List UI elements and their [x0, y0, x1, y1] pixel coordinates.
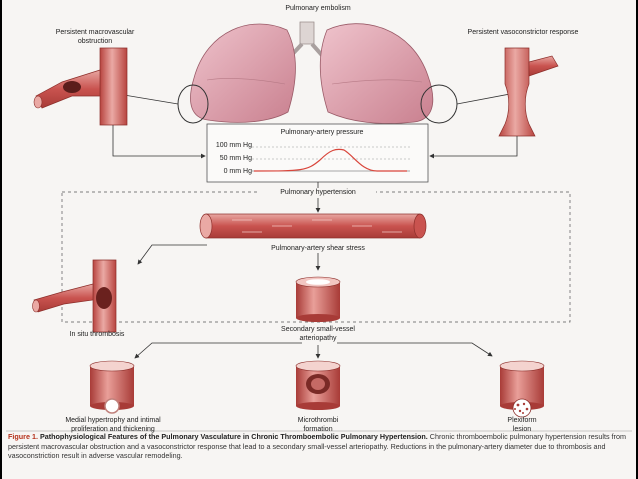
thrombosis-vessel [32, 259, 117, 333]
shear-stress-vessel [199, 213, 427, 239]
label-pressure-0: 0 mm Hg [223, 168, 252, 175]
caption-title: Pathophysiological Features of the Pulmo… [39, 432, 428, 441]
secondary-arteriopathy-cylinder [295, 276, 341, 322]
label-plexiform: Plexiform lesion [507, 417, 537, 433]
pressure-curve [253, 148, 407, 172]
microthrombi-cylinder [295, 360, 341, 410]
label-pressure-title: Pulmonary-artery pressure [280, 129, 364, 136]
label-pressure-50: 50 mm Hg [219, 155, 252, 162]
label-secondary-arteriopathy: Secondary small-vessel arteriopathy [281, 326, 355, 342]
label-pulmonary-hypertension: Pulmonary hypertension [260, 188, 376, 197]
label-pressure-100: 100 mm Hg [215, 142, 252, 149]
medial-hypertrophy-cylinder [89, 360, 135, 414]
label-shear-stress: Pulmonary-artery shear stress [271, 245, 365, 252]
label-vasoconstrictor-response: Persistent vasoconstrictor response [467, 29, 579, 36]
caption-figure-number: Figure 1. [8, 432, 38, 441]
caption-body: Chronic thromboembolic pulmonary hyperte… [8, 432, 626, 460]
left-lung [190, 23, 296, 123]
right-lung [319, 23, 434, 124]
label-medial-hypertrophy: Medial hypertrophy and intimal prolifera… [65, 417, 161, 433]
macrovascular-vessel [33, 47, 128, 126]
figure-caption: Figure 1. Pathophysiological Features of… [8, 432, 634, 461]
title-pulmonary-embolism: Pulmonary embolism [285, 5, 351, 12]
lungs-illustration [190, 21, 434, 124]
trachea [299, 21, 315, 45]
vasoconstrictor-vessel [498, 47, 559, 137]
label-microthrombi: Microthrombi formation [297, 417, 339, 433]
plexiform-cylinder [499, 360, 545, 418]
label-macrovascular-obstruction: Persistent macrovascular obstruction [55, 29, 135, 45]
label-in-situ-thrombosis: In situ thrombosis [69, 331, 125, 338]
pressure-chart-box [206, 123, 429, 183]
